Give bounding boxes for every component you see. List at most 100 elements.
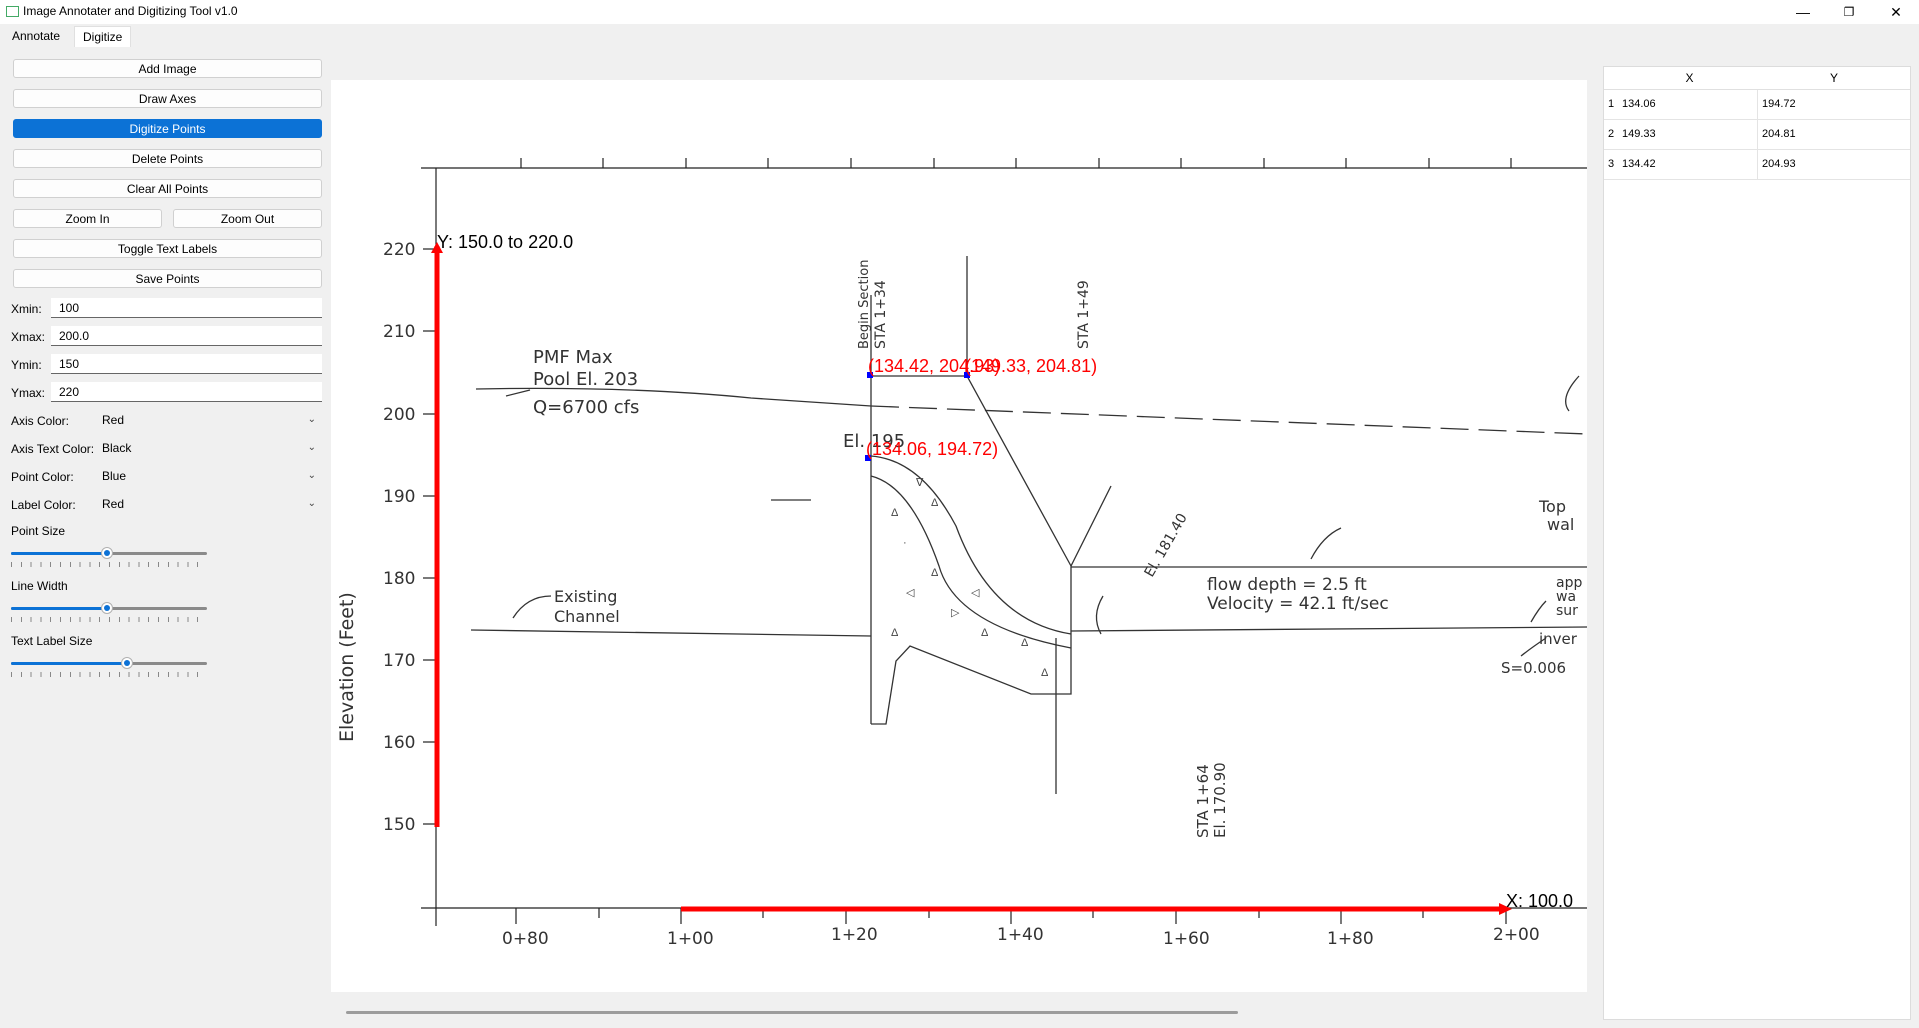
clear-all-points-button[interactable]: Clear All Points <box>13 179 322 198</box>
column-header-y[interactable]: Y <box>1829 71 1838 85</box>
row-index: 2 <box>1608 128 1615 140</box>
digitized-point[interactable] <box>964 372 970 378</box>
xmin-input[interactable]: 100 <box>51 298 322 318</box>
axis-color-value: Red <box>102 413 125 427</box>
cell-y[interactable]: 204.93 <box>1762 158 1796 170</box>
discharge-label: Q=6700 cfs <box>533 397 639 418</box>
y-tick-label: 170 <box>383 651 415 671</box>
xmax-label: Xmax: <box>11 330 46 344</box>
svg-text:Δ: Δ <box>891 627 899 639</box>
sta-164-label: STA 1+64 <box>1194 764 1212 838</box>
x-tick-label: 1+00 <box>667 929 714 949</box>
svg-text:Δ: Δ <box>981 627 989 639</box>
maximize-button[interactable]: ❐ <box>1843 5 1855 19</box>
velocity-label: Velocity = 42.1 ft/sec <box>1207 594 1389 614</box>
sta-149-label: STA 1+49 <box>1076 280 1092 349</box>
tab-annotate[interactable]: Annotate <box>12 29 61 43</box>
cell-y[interactable]: 194.72 <box>1762 98 1796 110</box>
ymax-input[interactable]: 220 <box>51 382 322 402</box>
ymax-label: Ymax: <box>11 386 46 400</box>
draw-axes-button[interactable]: Draw Axes <box>13 89 322 108</box>
y-tick-label: 210 <box>383 322 415 342</box>
y-tick-label: 150 <box>383 815 415 835</box>
cell-x[interactable]: 134.42 <box>1622 158 1656 170</box>
profile-drawing <box>470 256 1587 794</box>
axis-color-select[interactable]: Red⌄ <box>96 410 322 430</box>
tab-bar: Annotate Digitize <box>0 24 1919 47</box>
y-axis-arrow-icon <box>431 242 443 253</box>
point-label: (134.06, 194.72) <box>866 439 998 459</box>
row-index: 1 <box>1608 98 1615 110</box>
label-color-label: Label Color: <box>11 498 76 512</box>
add-image-button[interactable]: Add Image <box>13 59 322 78</box>
zoom-in-button[interactable]: Zoom In <box>13 209 162 228</box>
row-index: 3 <box>1608 158 1615 170</box>
zoom-out-button[interactable]: Zoom Out <box>173 209 322 228</box>
svg-text:∇: ∇ <box>915 477 924 489</box>
elevation-195-label: El. 195 <box>843 431 905 452</box>
point-color-select[interactable]: Blue⌄ <box>96 466 322 486</box>
table-header: X Y <box>1604 67 1910 90</box>
text-label-size-slider[interactable] <box>11 656 207 680</box>
minimize-button[interactable]: — <box>1796 4 1810 20</box>
image-canvas[interactable]: 220 210 200 190 180 170 160 150 Elevatio… <box>331 56 1587 1018</box>
point-color-label: Point Color: <box>11 470 74 484</box>
horizontal-scrollbar[interactable] <box>346 1011 1238 1014</box>
delete-points-button[interactable]: Delete Points <box>13 149 322 168</box>
label-color-select[interactable]: Red⌄ <box>96 494 322 514</box>
side-note-label-3: sur <box>1556 603 1578 619</box>
point-color-value: Blue <box>102 469 127 483</box>
axis-text-color-select[interactable]: Black⌄ <box>96 438 322 458</box>
y-tick-label: 180 <box>383 569 415 589</box>
close-button[interactable]: ✕ <box>1890 3 1902 20</box>
y-tick-label: 220 <box>383 240 415 260</box>
ymin-label: Ymin: <box>11 358 42 372</box>
side-note-label: app <box>1556 575 1582 591</box>
slider-fill <box>11 607 108 610</box>
save-points-button[interactable]: Save Points <box>13 269 322 288</box>
points-table: X Y 1 134.06 194.72 2 149.33 204.81 3 13… <box>1603 66 1911 1020</box>
cell-y[interactable]: 204.81 <box>1762 128 1796 140</box>
digitize-points-button[interactable]: Digitize Points <box>13 119 322 138</box>
y-tick-label: 200 <box>383 405 415 425</box>
x-tick-label: 2+00 <box>1493 925 1540 945</box>
svg-text:◁: ◁ <box>906 587 915 599</box>
point-size-slider[interactable] <box>11 546 207 570</box>
point-label: (134.42, 204.93) <box>868 356 1000 376</box>
slider-thumb[interactable] <box>120 657 133 669</box>
x-tick-label: 1+40 <box>997 925 1044 945</box>
line-width-slider[interactable] <box>11 601 207 625</box>
top-wall-label-2: wal <box>1547 515 1574 534</box>
slider-thumb[interactable] <box>101 547 114 559</box>
digitized-point[interactable] <box>867 372 873 378</box>
toggle-text-labels-button[interactable]: Toggle Text Labels <box>13 239 322 258</box>
x-axis-arrow-icon <box>1499 903 1512 915</box>
axis-text-color-label: Axis Text Color: <box>11 442 95 456</box>
chevron-down-icon: ⌄ <box>307 498 316 509</box>
xmin-label: Xmin: <box>11 302 42 316</box>
axis-color-label: Axis Color: <box>11 414 70 428</box>
slider-fill <box>11 552 108 555</box>
digitized-point[interactable] <box>865 455 871 461</box>
table-row[interactable]: 3 134.42 204.93 <box>1604 150 1910 180</box>
x-tick-label: 0+80 <box>502 929 549 949</box>
begin-section-label: Begin Section <box>857 260 872 349</box>
table-row[interactable]: 2 149.33 204.81 <box>1604 120 1910 150</box>
line-width-label: Line Width <box>11 579 68 593</box>
ymin-input[interactable]: 150 <box>51 354 322 374</box>
slope-label: S=0.006 <box>1501 659 1566 677</box>
top-wall-label: Top <box>1538 497 1566 516</box>
xmax-input[interactable]: 200.0 <box>51 326 322 346</box>
x-axis-range-label: X: 100.0 <box>1506 891 1573 911</box>
y-axis-title: Elevation (Feet) <box>336 592 358 742</box>
svg-text:Δ: Δ <box>891 507 899 519</box>
slider-thumb[interactable] <box>101 602 114 614</box>
svg-text:◁: ◁ <box>971 587 980 599</box>
column-header-x[interactable]: X <box>1685 71 1694 85</box>
table-row[interactable]: 1 134.06 194.72 <box>1604 90 1910 120</box>
cell-x[interactable]: 149.33 <box>1622 128 1656 140</box>
tab-digitize[interactable]: Digitize <box>74 26 132 47</box>
invert-label: inver <box>1539 630 1578 648</box>
existing-label: Existing <box>554 587 617 606</box>
cell-x[interactable]: 134.06 <box>1622 98 1656 110</box>
